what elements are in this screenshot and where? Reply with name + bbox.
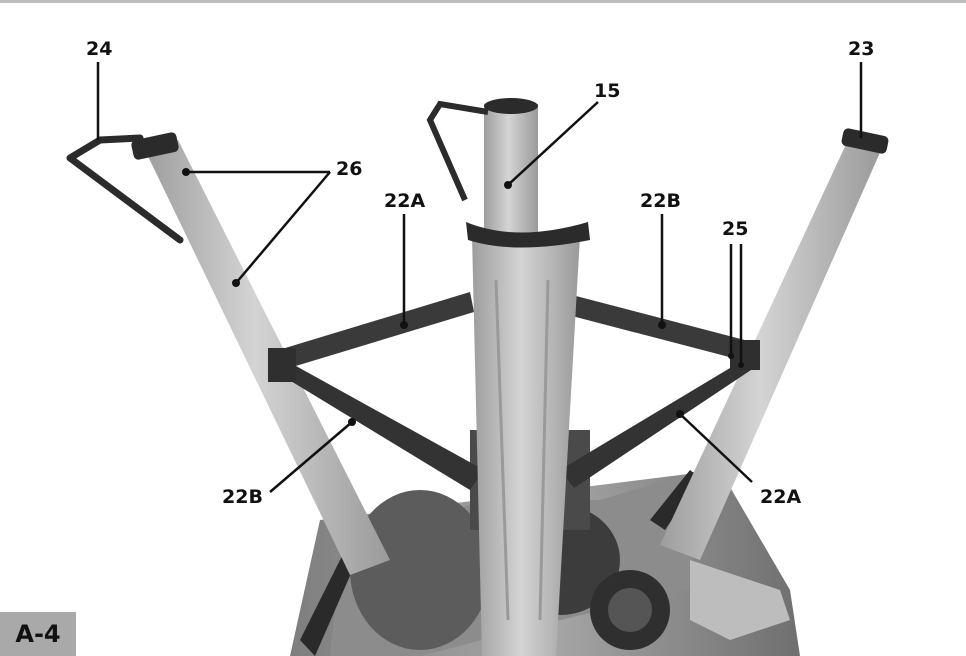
- top-rule: [0, 0, 966, 3]
- callout-24: 24: [86, 38, 113, 60]
- callout-26: 26: [336, 158, 363, 180]
- leader-dots: [182, 168, 744, 426]
- callout-22a-left: 22A: [384, 190, 426, 212]
- callout-15: 15: [594, 80, 621, 102]
- callout-22a-right: 22A: [760, 486, 802, 508]
- callout-22b-left: 22B: [222, 486, 263, 508]
- callout-22b-right: 22B: [640, 190, 681, 212]
- figure-id-tag: A-4: [0, 612, 76, 656]
- right-handle-tube: [660, 128, 889, 560]
- front-chute-tube: [466, 222, 590, 656]
- leader-lines: [96, 62, 863, 493]
- callout-23: 23: [848, 38, 875, 60]
- callout-25: 25: [722, 218, 749, 240]
- crossbar-brackets: [268, 292, 760, 490]
- left-bail-handle: [66, 134, 184, 244]
- left-handle-tube: [131, 132, 390, 575]
